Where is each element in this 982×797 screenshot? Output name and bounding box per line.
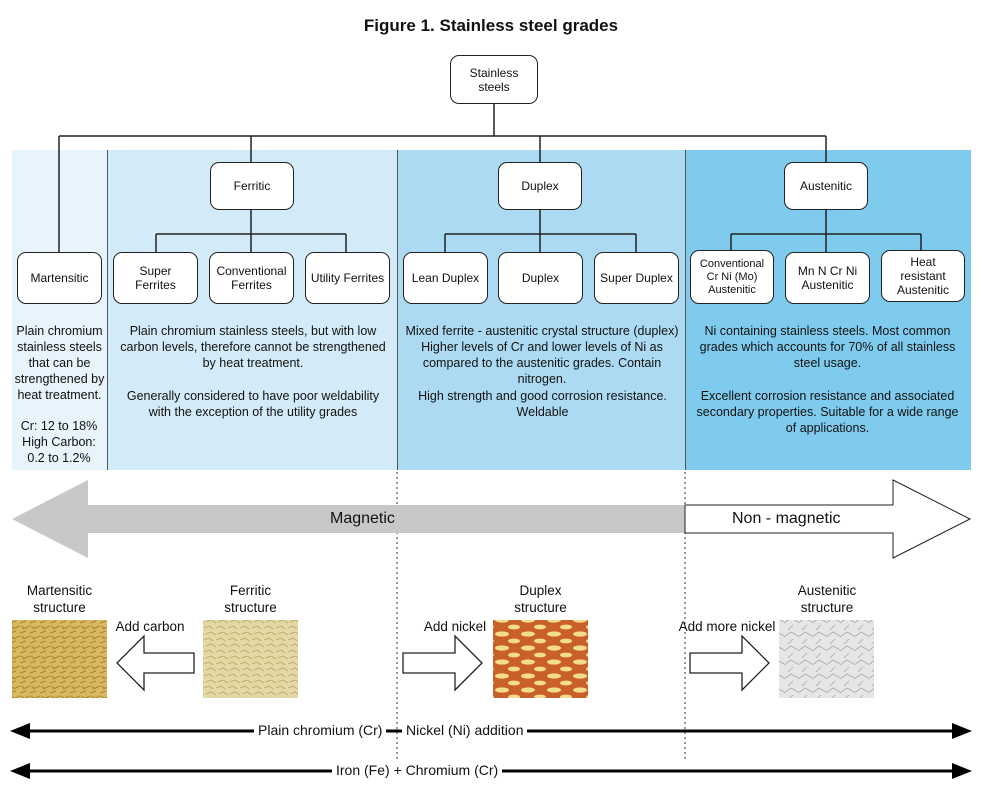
- non-magnetic-arrow: [684, 479, 972, 559]
- utility-ferrites-node: Utility Ferrites: [305, 252, 390, 304]
- duplex-description: Mixed ferrite - austenitic crystal struc…: [405, 324, 679, 386]
- ferritic-weldability: Generally considered to have poor weldab…: [126, 389, 380, 419]
- conventional-ferrites-node: Conventional Ferrites: [209, 252, 294, 304]
- martensitic-node-label: Martensitic: [30, 271, 89, 285]
- austenitic-structure-label: Austenitic structure: [797, 583, 857, 615]
- ferritic-structure-label: Ferritic structure: [224, 583, 277, 615]
- austenitic-properties: Excellent corrosion resistance and assoc…: [696, 389, 959, 435]
- heat-resistant-node: Heat resistant Austenitic: [881, 250, 965, 302]
- duplex-properties: High strength and good corrosion resista…: [418, 389, 667, 419]
- plain-chromium-label: Plain chromium (Cr): [254, 722, 387, 738]
- ferritic-node-label: Ferritic: [233, 179, 271, 193]
- add-more-nickel-arrow: [689, 634, 770, 692]
- super-duplex-label: Super Duplex: [600, 271, 673, 285]
- add-nickel-label: Add nickel: [423, 619, 487, 634]
- duplex-micrograph: [493, 620, 588, 698]
- martensitic-node: Martensitic: [17, 252, 102, 304]
- iron-chromium-label: Iron (Fe) + Chromium (Cr): [332, 762, 503, 778]
- non-magnetic-label: Non - magnetic: [732, 510, 841, 527]
- conventional-ferrites-label: Conventional Ferrites: [216, 264, 287, 292]
- ferritic-node: Ferritic: [210, 162, 294, 210]
- magnetic-label: Magnetic: [330, 510, 395, 527]
- root-node-label: Stainless steels: [469, 65, 519, 94]
- martensitic-micrograph: [12, 620, 107, 698]
- duplex-node: Duplex: [498, 162, 582, 210]
- duplex-structure-label: Duplex structure: [514, 583, 567, 615]
- duplex-child-node: Duplex: [498, 252, 583, 304]
- austenitic-node: Austenitic: [784, 162, 868, 210]
- nickel-addition-label: Nickel (Ni) addition: [402, 722, 528, 738]
- mn-n-cr-ni-label: Mn N Cr Ni Austenitic: [797, 264, 858, 292]
- lean-duplex-node: Lean Duplex: [403, 252, 488, 304]
- duplex-node-label: Duplex: [521, 179, 559, 193]
- figure-title: Figure 1. Stainless steel grades: [363, 16, 619, 35]
- utility-ferrites-label: Utility Ferrites: [310, 271, 385, 285]
- martensitic-structure-label: Martensitic structure: [26, 583, 93, 615]
- austenitic-micrograph: [779, 620, 874, 698]
- austenitic-description: Ni containing stainless steels. Most com…: [699, 324, 956, 370]
- super-ferrites-label: Super Ferrites: [135, 264, 176, 292]
- martensitic-description: Plain chromium stainless steels that can…: [14, 324, 105, 402]
- ferritic-micrograph: [203, 620, 298, 698]
- conventional-austenitic-label: Conventional Cr Ni (Mo) Austenitic: [699, 257, 765, 296]
- conventional-austenitic-node: Conventional Cr Ni (Mo) Austenitic: [690, 250, 774, 304]
- add-carbon-label: Add carbon: [115, 619, 185, 634]
- heat-resistant-label: Heat resistant Austenitic: [896, 255, 950, 297]
- root-node: Stainless steels: [450, 55, 538, 104]
- austenitic-node-label: Austenitic: [799, 179, 853, 193]
- duplex-child-label: Duplex: [521, 271, 560, 285]
- add-more-nickel-label: Add more nickel: [678, 619, 776, 634]
- magnetic-arrow: [12, 480, 685, 558]
- super-ferrites-node: Super Ferrites: [113, 252, 198, 304]
- add-nickel-arrow: [402, 634, 483, 692]
- add-carbon-arrow: [116, 634, 195, 692]
- martensitic-composition: Cr: 12 to 18% High Carbon: 0.2 to 1.2%: [20, 419, 98, 465]
- mn-n-cr-ni-node: Mn N Cr Ni Austenitic: [785, 252, 870, 304]
- ferritic-description: Plain chromium stainless steels, but wit…: [120, 324, 386, 370]
- lean-duplex-label: Lean Duplex: [411, 271, 480, 285]
- super-duplex-node: Super Duplex: [594, 252, 679, 304]
